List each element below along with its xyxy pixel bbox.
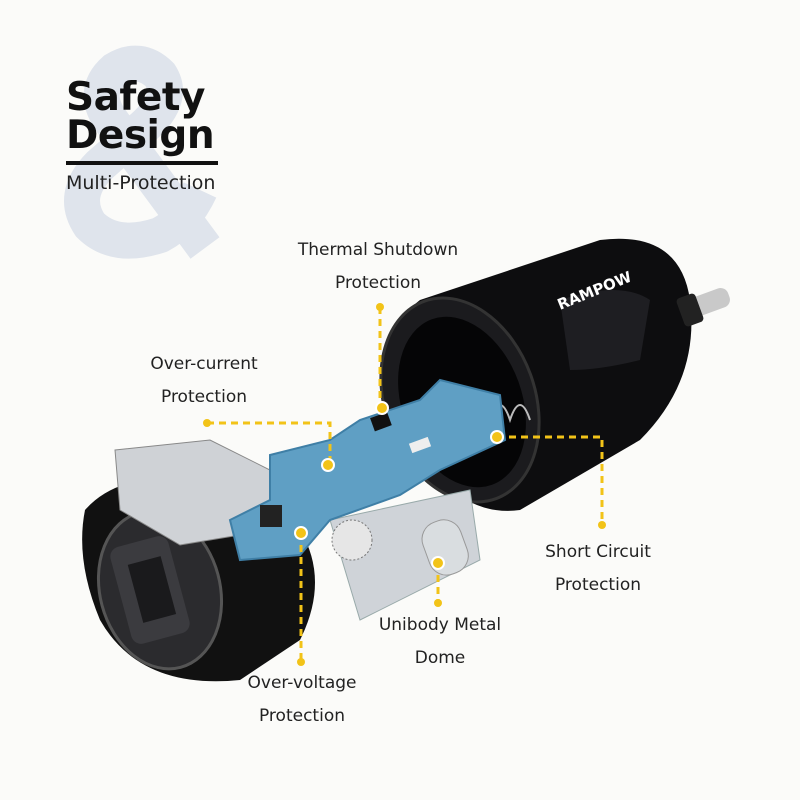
subtitle: Multi-Protection (66, 172, 216, 194)
callout-short-circuit: Short Circuit Protection (545, 536, 651, 602)
leader-overcurrent (207, 421, 332, 465)
title-line-2: Design (66, 113, 215, 158)
callout-line2: Protection (554, 575, 641, 595)
callout-line1: Unibody Metal (378, 615, 502, 635)
callout-over-current: Over-current Protection (150, 348, 257, 414)
callout-thermal-shutdown: Thermal Shutdown Protection (298, 234, 458, 300)
callout-line2: Protection (258, 706, 345, 726)
ampersand-watermark (64, 45, 220, 259)
callout-line2: Protection (334, 273, 422, 293)
title-divider (66, 161, 218, 165)
callout-over-voltage: Over-voltage Protection (248, 667, 357, 733)
callout-unibody-dome: Unibody Metal Dome (379, 609, 501, 675)
callout-line2: Protection (160, 387, 248, 407)
callout-line2: Dome (414, 648, 466, 668)
title-line-1: Safety (66, 75, 205, 120)
callout-line1: Over-current (150, 354, 258, 374)
metal-dome (329, 489, 481, 621)
callout-line1: Short Circuit (545, 542, 651, 562)
callout-line1: Over-voltage (247, 673, 357, 693)
callout-dots (203, 303, 606, 666)
callout-line1: Thermal Shutdown (297, 240, 459, 260)
